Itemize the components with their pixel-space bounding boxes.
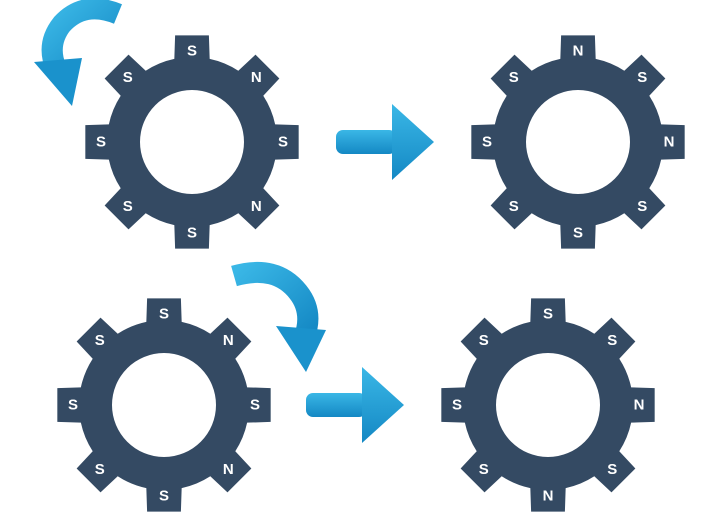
gear-tooth-label: S	[573, 225, 583, 242]
gear-tooth-label: S	[250, 397, 260, 414]
gear-tooth-label: S	[187, 225, 197, 242]
gear-tooth-label: S	[479, 332, 489, 349]
curved-arrow-head	[34, 58, 82, 106]
gear-tooth-label: S	[95, 332, 105, 349]
gear-after-rotation: N S N S S S S S	[471, 35, 685, 249]
gear-tooth-label: N	[251, 198, 262, 215]
gear-before-rotation: S N S N S S S S	[85, 35, 299, 249]
curved-arrow-body	[231, 261, 319, 342]
gear-tooth-label: S	[479, 461, 489, 478]
gear-tooth-label: N	[573, 43, 584, 60]
gear-before-rotation: S N S N S S S S	[57, 298, 271, 512]
gear-tooth-label: S	[607, 461, 617, 478]
gear-tooth-label: S	[452, 397, 462, 414]
gear-tooth-label: S	[278, 134, 288, 151]
gear-after-rotation: S S N S N S S S	[441, 298, 655, 512]
gear-tooth-label: S	[159, 488, 169, 505]
gear-tooth-label: S	[123, 198, 133, 215]
arrow-head	[362, 367, 404, 443]
gear-shape	[471, 35, 685, 249]
gear-tooth-label: N	[634, 397, 645, 414]
gear-tooth-label: S	[96, 134, 106, 151]
gear-tooth-label: S	[187, 43, 197, 60]
gear-tooth-label: S	[543, 306, 553, 323]
gear-tooth-label: S	[123, 69, 133, 86]
row-1: S N S N S S S S N S N S S S S S	[34, 0, 685, 249]
gear-tooth-label: N	[223, 332, 234, 349]
arrow-head	[392, 104, 434, 180]
gear-tooth-label: N	[543, 488, 554, 505]
gear-tooth-label: S	[95, 461, 105, 478]
gear-tooth-label: S	[607, 332, 617, 349]
gear-tooth-label: S	[509, 198, 519, 215]
gear-tooth-label: N	[223, 461, 234, 478]
gear-tooth-label: S	[509, 69, 519, 86]
right-arrow-icon	[306, 367, 404, 443]
gear-shape	[85, 35, 299, 249]
arrow-shaft	[306, 393, 366, 417]
row-2: S N S N S S S S S S N S N S S S	[57, 261, 655, 512]
curved-arrow-head	[276, 326, 326, 372]
curved-arrow-body	[41, 0, 122, 73]
gear-shape	[57, 298, 271, 512]
gear-shape	[441, 298, 655, 512]
gear-tooth-label: S	[482, 134, 492, 151]
arrow-shaft	[336, 130, 396, 154]
gear-tooth-label: S	[159, 306, 169, 323]
gear-tooth-label: S	[637, 69, 647, 86]
right-arrow-icon	[336, 104, 434, 180]
gear-tooth-label: N	[664, 134, 675, 151]
gear-tooth-label: S	[637, 198, 647, 215]
counterclockwise-rotation-arrow-icon	[34, 0, 122, 106]
gear-tooth-label: N	[251, 69, 262, 86]
gear-tooth-label: S	[68, 397, 78, 414]
clockwise-rotation-arrow-icon	[231, 261, 326, 372]
